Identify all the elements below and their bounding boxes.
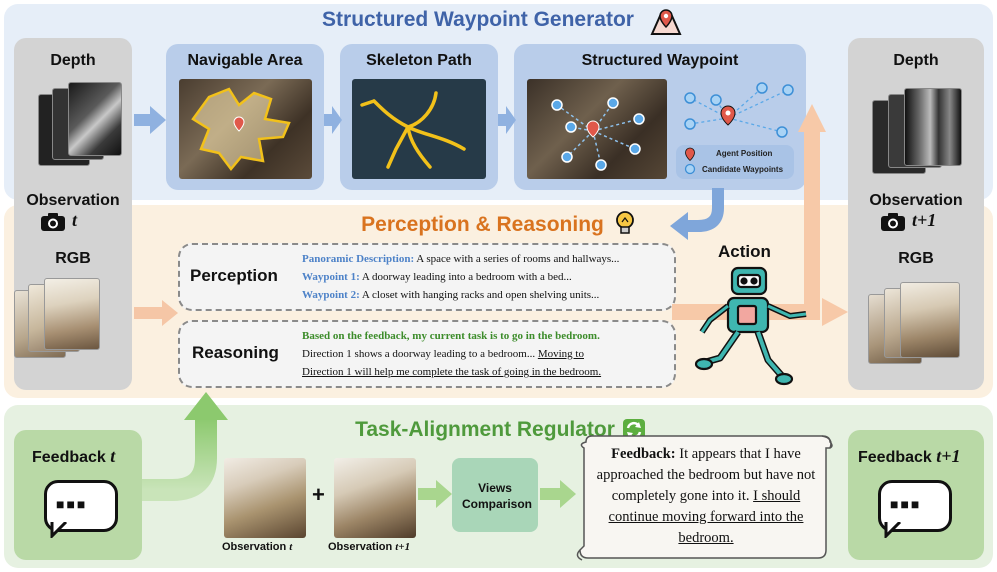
location-pin-icon [650,9,682,35]
legend-agent-label: Agent Position [716,149,773,158]
left-chat-dots: ■■■ [56,496,88,512]
navigable-area-overlay [191,87,291,172]
reasoning-line-2: Direction 1 shows a doorway leading to a… [302,345,601,363]
chat-bubble-tail [884,522,902,538]
scroll-underlined: I should continue moving forward into th… [608,488,804,546]
plus-sign: + [312,482,325,507]
legend-candidates-label: Candidate Waypoints [702,165,784,174]
structured-waypoint-label: Structured Waypoint [581,52,739,69]
scroll-key: Feedback: [611,446,676,462]
agent-pin-icon [685,147,695,161]
reasoning-line-3-text: Direction 1 will help me complete the ta… [302,366,602,378]
feedback-scroll-text: Feedback: It appears that I have approac… [590,444,822,549]
waypoint-legend [676,145,794,179]
scroll-text: It appears that I have approached the be… [596,446,816,504]
camera-icon [881,213,905,231]
robot-icon [694,266,807,386]
right-observation-text: Observation [869,192,963,209]
perception-box [178,243,676,311]
right-chat-dots: ■■■ [890,496,922,512]
perception-line-2: Waypoint 1: A doorway leading into a bed… [302,268,619,286]
waypoint1-text: A doorway leading into a bedroom with a … [361,271,572,283]
right-time-label: t+1 [912,210,937,230]
structured-waypoint-overlay [551,97,645,171]
lightbulb-icon [616,211,634,234]
obs-t-caption-time: t [289,541,293,553]
left-time-label: t [72,210,78,230]
arrow-depth-to-navigable [134,106,166,134]
waypoint1-key: Waypoint 1: [302,271,360,283]
obs-t1-caption: Observation t+1 [328,541,410,553]
reasoning-line-2a: Direction 1 shows a doorway leading to a… [302,348,536,360]
perception-text: Panoramic Description: A space with a se… [302,250,619,304]
left-feedback-time: t [110,446,116,466]
reasoning-line-1: Based on the feedback, my current task i… [302,330,600,342]
skeleton-path-map [352,79,486,179]
reasoning-label: Reasoning [192,343,279,362]
right-feedback-text: Feedback [858,449,932,466]
arrow-waypoint-to-perception [670,188,724,240]
action-label: Action [718,242,771,261]
reasoning-line-2b: Moving to [537,348,584,360]
arrow-navigable-to-skeleton [324,106,342,134]
feedback-scroll [576,435,833,561]
right-observation-label: Observation [848,192,984,210]
arrow-comparison-to-feedback [540,480,576,508]
regulator-title: Task-Alignment Regulator [355,418,615,441]
obs-t1-caption-text: Observation [328,541,393,553]
left-observation-label: Observation [14,192,132,210]
generator-title: Structured Waypoint Generator [322,8,634,31]
right-feedback-label: Feedback t+1 [858,446,961,467]
perception-label: Perception [190,266,278,285]
waypoint-dot-icon [684,163,696,175]
arrow-rgb-to-perception [134,300,178,326]
left-depth-image [68,82,122,156]
views-comparison-label: Views Comparison [462,481,533,511]
camera-icon [41,213,65,231]
arrow-feedback-to-reasoning [142,392,228,501]
chat-bubble-tail [50,522,68,538]
obs-t1-caption-time: t+1 [395,541,411,553]
reasoning-line-3: Direction 1 will help me complete the ta… [302,363,601,381]
obs-t1-image [334,458,416,538]
skeleton-path-overlay [360,91,466,169]
left-rgb-label: RGB [55,250,91,267]
waypoint2-key: Waypoint 2: [302,289,360,301]
obs-t-caption-text: Observation [222,541,287,553]
obs-t-image [224,458,306,538]
views-comparison-box [452,458,538,532]
reasoning-text: Based on the feedback, my current task i… [302,327,601,381]
left-feedback-label: Feedback t [32,446,115,467]
right-depth-image [904,88,962,166]
left-rgb-image [44,278,100,350]
left-observation-text: Observation [26,192,120,209]
obs-t-caption: Observation t [222,541,292,553]
panoramic-key: Panoramic Description: [302,253,415,265]
perception-line-1: Panoramic Description: A space with a se… [302,250,619,268]
perception-line-3: Waypoint 2: A closet with hanging racks … [302,286,619,304]
right-chat-bubble [878,480,952,532]
arrow-obs-to-comparison [418,480,452,508]
panoramic-text: A space with a series of rooms and hallw… [416,253,620,265]
arrow-skeleton-to-waypoint [498,106,516,134]
right-feedback-time: t+1 [936,446,961,466]
perception-title: Perception & Reasoning [361,213,604,236]
waypoint-graph [684,82,794,138]
reasoning-box [178,320,676,388]
left-feedback-text: Feedback [32,449,106,466]
waypoint2-text: A closet with hanging racks and open she… [361,289,600,301]
left-depth-label: Depth [50,52,96,69]
right-rgb-image [900,282,960,358]
right-depth-label: Depth [893,52,939,69]
skeleton-path-label: Skeleton Path [366,52,472,69]
right-rgb-label: RGB [898,250,934,267]
navigable-area-label: Navigable Area [187,52,303,69]
